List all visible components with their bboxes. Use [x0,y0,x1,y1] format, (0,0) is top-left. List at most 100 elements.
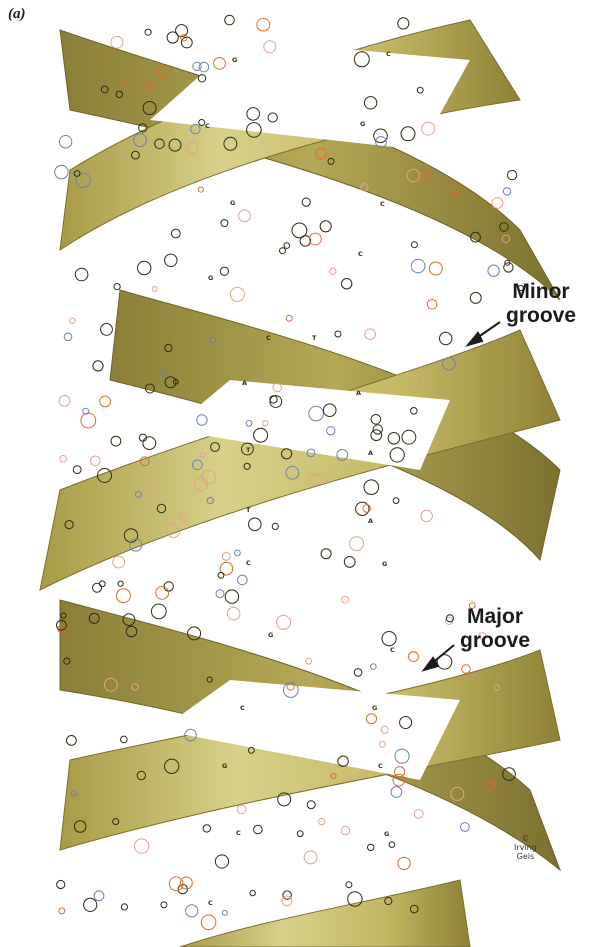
atom-ring [57,880,65,888]
atom-ring [342,596,349,603]
base-letter: G [372,704,377,712]
credit-line2: Irving [514,843,537,852]
atom-ring [330,268,336,274]
atom-ring [382,632,396,646]
atom-ring [237,805,246,814]
atom-ring [91,456,101,466]
atom-ring [364,480,379,495]
base-letter: C [358,250,363,258]
atom-ring [411,242,417,248]
atom-ring [221,220,228,227]
atom-ring [171,229,180,238]
base-letter: G [222,762,227,770]
atom-ring [113,556,125,568]
base-letter: G [268,631,273,639]
atom-ring [169,877,183,891]
atom-ring [186,905,198,917]
atom-ring [391,787,402,798]
atom-ring [283,891,291,899]
atom-ring [93,361,103,371]
atom-ring [310,233,322,245]
atom-ring [156,587,169,600]
atom-ring [134,839,148,853]
atom-ring [440,332,452,344]
minor-groove-label: Minor groove [506,280,576,328]
atom-ring [342,279,352,289]
atom-ring [114,284,120,290]
atom-ring [488,265,499,276]
atom-ring [461,823,470,832]
atom-ring [335,331,341,337]
base-letter: C [390,646,395,654]
atom-ring [227,607,240,620]
atom-ring [225,15,235,25]
atom-ring [152,287,157,292]
atom-ring [81,413,96,428]
atom-ring [344,557,355,568]
base-letter: G [384,830,389,838]
atom-ring [421,510,432,521]
major-groove-label-line2: groove [460,629,530,653]
atom-ring [280,248,286,254]
minor-groove-arrowhead [468,333,482,345]
base-letter: T [312,334,317,342]
atom-ring [429,262,442,275]
atom-ring [101,324,113,336]
atom-ring [99,581,105,587]
atom-ring [145,29,151,35]
atom-ring [249,518,262,531]
atom-ring [111,36,123,48]
atom-ring [222,553,230,561]
atom-ring [462,665,471,674]
atom-ring [118,581,123,586]
base-letter: A [356,389,361,397]
atom-ring [239,210,251,222]
atom-ring [161,902,167,908]
base-letter: A [368,449,373,457]
atom-ring [230,287,244,301]
atom-ring [371,664,377,670]
atom-ring [427,300,437,310]
atom-ring [257,18,270,31]
atom-ring [470,292,481,303]
atom-ring [503,188,510,195]
atom-ring [73,466,81,474]
atom-ring [100,396,111,407]
atom-ring [138,261,151,274]
base-letter: C [380,200,385,208]
atom-ring [193,62,201,70]
atom-ring [55,165,68,178]
atom-ring [302,198,310,206]
atom-ring [198,187,203,192]
atom-ring [201,915,216,930]
atom-ring [60,456,67,463]
copyright-credit: © Irving Geis [514,834,537,861]
base-letter: G [232,56,237,64]
base-letter: C [378,762,383,770]
atom-ring [225,590,238,603]
atom-ring [143,437,156,450]
atom-ring [94,891,104,901]
atom-ring [67,736,77,746]
atom-ring [292,223,307,238]
atom-ring [64,333,72,341]
atom-ring [507,170,516,179]
base-letter: G [208,274,213,282]
atom-ring [151,604,166,619]
atom-ring [250,890,255,895]
major-groove-label-line1: Major [460,605,530,629]
atom-ring [93,583,102,592]
atom-ring [354,669,362,677]
atom-ring [218,572,224,578]
atom-ring [84,898,97,911]
base-letter: C [208,899,213,907]
atom-ring [409,652,419,662]
atom-ring [282,896,292,906]
atom-ring [75,268,88,281]
atom-ring [272,523,278,529]
atom-ring [59,396,70,407]
atom-ring [164,582,173,591]
credit-line1: © [514,834,537,843]
base-letter: A [368,517,373,525]
base-letter: C [246,559,251,567]
